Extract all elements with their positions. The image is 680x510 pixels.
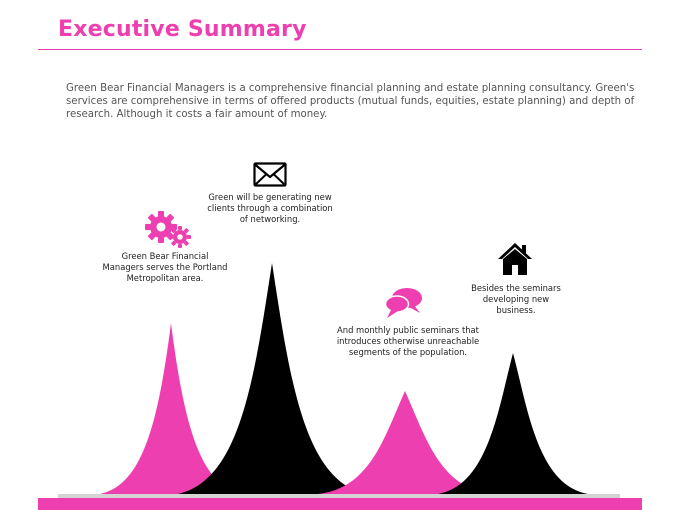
gears-icon bbox=[145, 211, 191, 248]
speech-bubbles-icon bbox=[385, 288, 422, 318]
title-divider bbox=[38, 49, 642, 50]
house-icon bbox=[498, 243, 532, 275]
caption-new-business: Besides the seminars developing new busi… bbox=[471, 283, 561, 315]
caption-networking: Green will be generating new clients thr… bbox=[207, 192, 333, 224]
caption-seminars: And monthly public seminars that introdu… bbox=[336, 325, 480, 357]
page-title: Executive Summary bbox=[58, 17, 307, 42]
baseline bbox=[58, 494, 620, 498]
peak-2-black bbox=[178, 263, 366, 494]
summary-text: Green Bear Financial Managers is a compr… bbox=[66, 83, 635, 120]
envelope-icon bbox=[253, 162, 287, 187]
caption-portland: Green Bear Financial Managers serves the… bbox=[102, 251, 228, 283]
footer-bar bbox=[38, 498, 642, 510]
peak-4-black bbox=[438, 353, 588, 494]
peak-1-pink bbox=[100, 323, 242, 494]
peak-3-pink bbox=[318, 391, 492, 494]
